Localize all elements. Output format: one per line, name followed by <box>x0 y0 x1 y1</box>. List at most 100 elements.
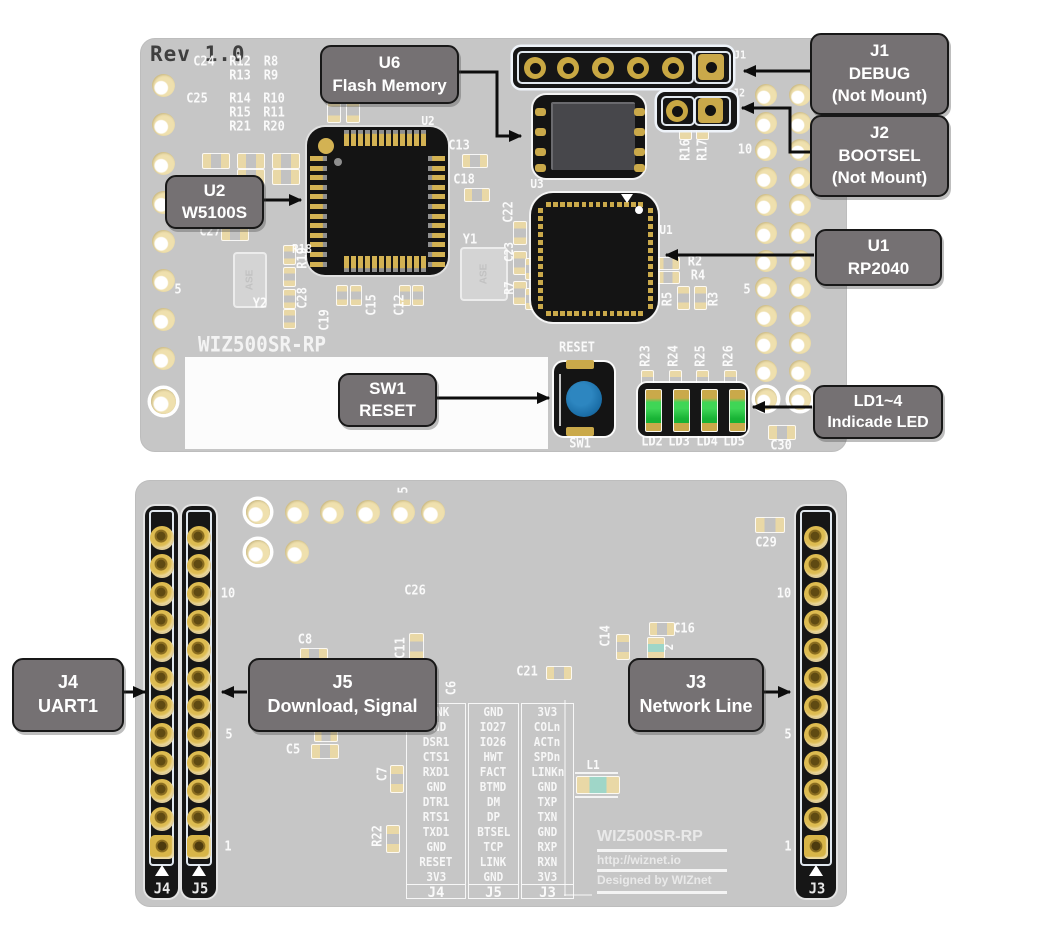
u1-pad <box>648 280 653 285</box>
smd-component <box>649 622 675 636</box>
silkscreen-label: R5 <box>660 291 676 307</box>
flash-pad <box>634 164 645 172</box>
u1-pad <box>602 311 608 316</box>
j5-download-header-pin <box>187 807 211 831</box>
pin-table-cell: FACT <box>480 764 507 779</box>
silkscreen-label: 5 <box>225 727 233 743</box>
j3-network-header-pin <box>804 582 828 607</box>
u2-pin <box>310 223 327 229</box>
silkscreen-label: R4 <box>690 268 706 284</box>
through-hole <box>151 112 175 136</box>
callout-line: U2 <box>203 180 226 200</box>
u1-pad <box>538 296 543 301</box>
through-hole <box>285 500 309 524</box>
through-hole <box>789 166 811 189</box>
silkscreen-label: C24 <box>193 54 215 70</box>
u2-pin <box>365 130 370 146</box>
indicator-led <box>729 389 746 432</box>
j5-download-header-pin <box>187 722 211 747</box>
u2-pin <box>344 130 349 146</box>
u2-pin <box>310 194 327 200</box>
u2-pin <box>393 256 398 272</box>
u1-pad <box>617 202 622 207</box>
silkscreen-label: R2 <box>687 254 703 270</box>
through-hole <box>789 111 811 134</box>
j1-pin-bore <box>562 62 574 74</box>
pin-table-cell: ACTn <box>534 734 561 749</box>
silkscreen-label: L1 <box>586 758 600 772</box>
u2-pin <box>310 165 327 171</box>
callout-line: RP2040 <box>847 258 910 278</box>
u1-pad <box>588 311 594 316</box>
silkscreen-label: R23 <box>638 345 654 367</box>
smd-component <box>272 153 300 169</box>
pin-table-cell: 3V3 <box>426 869 446 884</box>
silkscreen-label: C8 <box>297 632 313 648</box>
j5-download-header-pin <box>187 610 211 635</box>
j4-uart-header-triangle <box>155 865 169 876</box>
u2-pin <box>428 175 445 181</box>
u2-pin <box>344 256 349 272</box>
u2-pin <box>351 130 356 146</box>
pin-table-header: J4 <box>427 885 445 901</box>
through-hole <box>755 194 777 217</box>
silkscreen-label: C13 <box>448 138 470 154</box>
u2-pin <box>310 213 327 219</box>
sw1-pad-bottom <box>566 427 594 436</box>
silkscreen-label: R3 <box>706 291 722 307</box>
u2-pin <box>386 130 391 146</box>
smd-component <box>282 309 296 329</box>
callout-line: BOOTSEL <box>838 145 921 165</box>
silkscreen-label: C30 <box>770 438 792 454</box>
j4-uart-header-pin <box>150 526 174 550</box>
callout-line: DEBUG <box>848 63 911 83</box>
u2-pin <box>421 130 426 146</box>
pin-table-cell: LINK <box>480 854 507 869</box>
u1-pad <box>538 304 543 309</box>
silkscreen-label: 10 <box>220 586 236 602</box>
smd-component <box>755 517 785 533</box>
u1-pad <box>648 264 653 269</box>
pin-table-cell: RXD1 <box>422 764 450 779</box>
flash-pad <box>535 108 546 116</box>
silkscreen-label: C22 <box>501 201 517 223</box>
flash-pad <box>634 128 645 136</box>
j5-download-header-triangle <box>192 865 206 876</box>
u1-pad <box>567 202 572 207</box>
u1-pad <box>538 216 543 221</box>
callout-line: Flash Memory <box>332 75 447 95</box>
j3-network-header-label: J3 <box>808 879 826 898</box>
pin-table-cell: COLn <box>534 719 561 734</box>
sw1-pad-top <box>566 360 594 369</box>
u1-pad <box>648 216 653 221</box>
u1-pad <box>609 202 615 207</box>
j1-pin1-cell <box>694 51 731 84</box>
j3-network-header-pin <box>804 750 828 775</box>
silkscreen-label: C7 <box>375 766 391 782</box>
u2-pin <box>393 130 398 146</box>
through-hole <box>755 166 777 189</box>
silkscreen-label: 5 <box>743 282 751 298</box>
brand-url: http://wiznet.io <box>597 853 681 867</box>
u1-pad <box>538 224 543 229</box>
smd-component <box>576 776 620 794</box>
smd-component <box>656 270 680 284</box>
callout-line: LD1~4 <box>853 392 903 410</box>
pin-table-cell: IO27 <box>480 719 507 734</box>
callout-line: Download, Signal <box>267 696 418 716</box>
j5-download-header-pin1 <box>187 835 211 860</box>
smd-component <box>202 153 230 169</box>
pin-table-cell: RXN <box>537 854 558 869</box>
u1-pad <box>538 256 543 261</box>
flash-pad <box>535 164 546 172</box>
u2-pin <box>372 256 377 272</box>
through-hole <box>789 84 811 106</box>
silkscreen-label: U3 <box>530 177 544 191</box>
u2-pin <box>379 256 384 272</box>
silkscreen-label: R7 <box>502 281 516 295</box>
u1-pad <box>538 240 543 245</box>
through-hole <box>755 111 777 134</box>
